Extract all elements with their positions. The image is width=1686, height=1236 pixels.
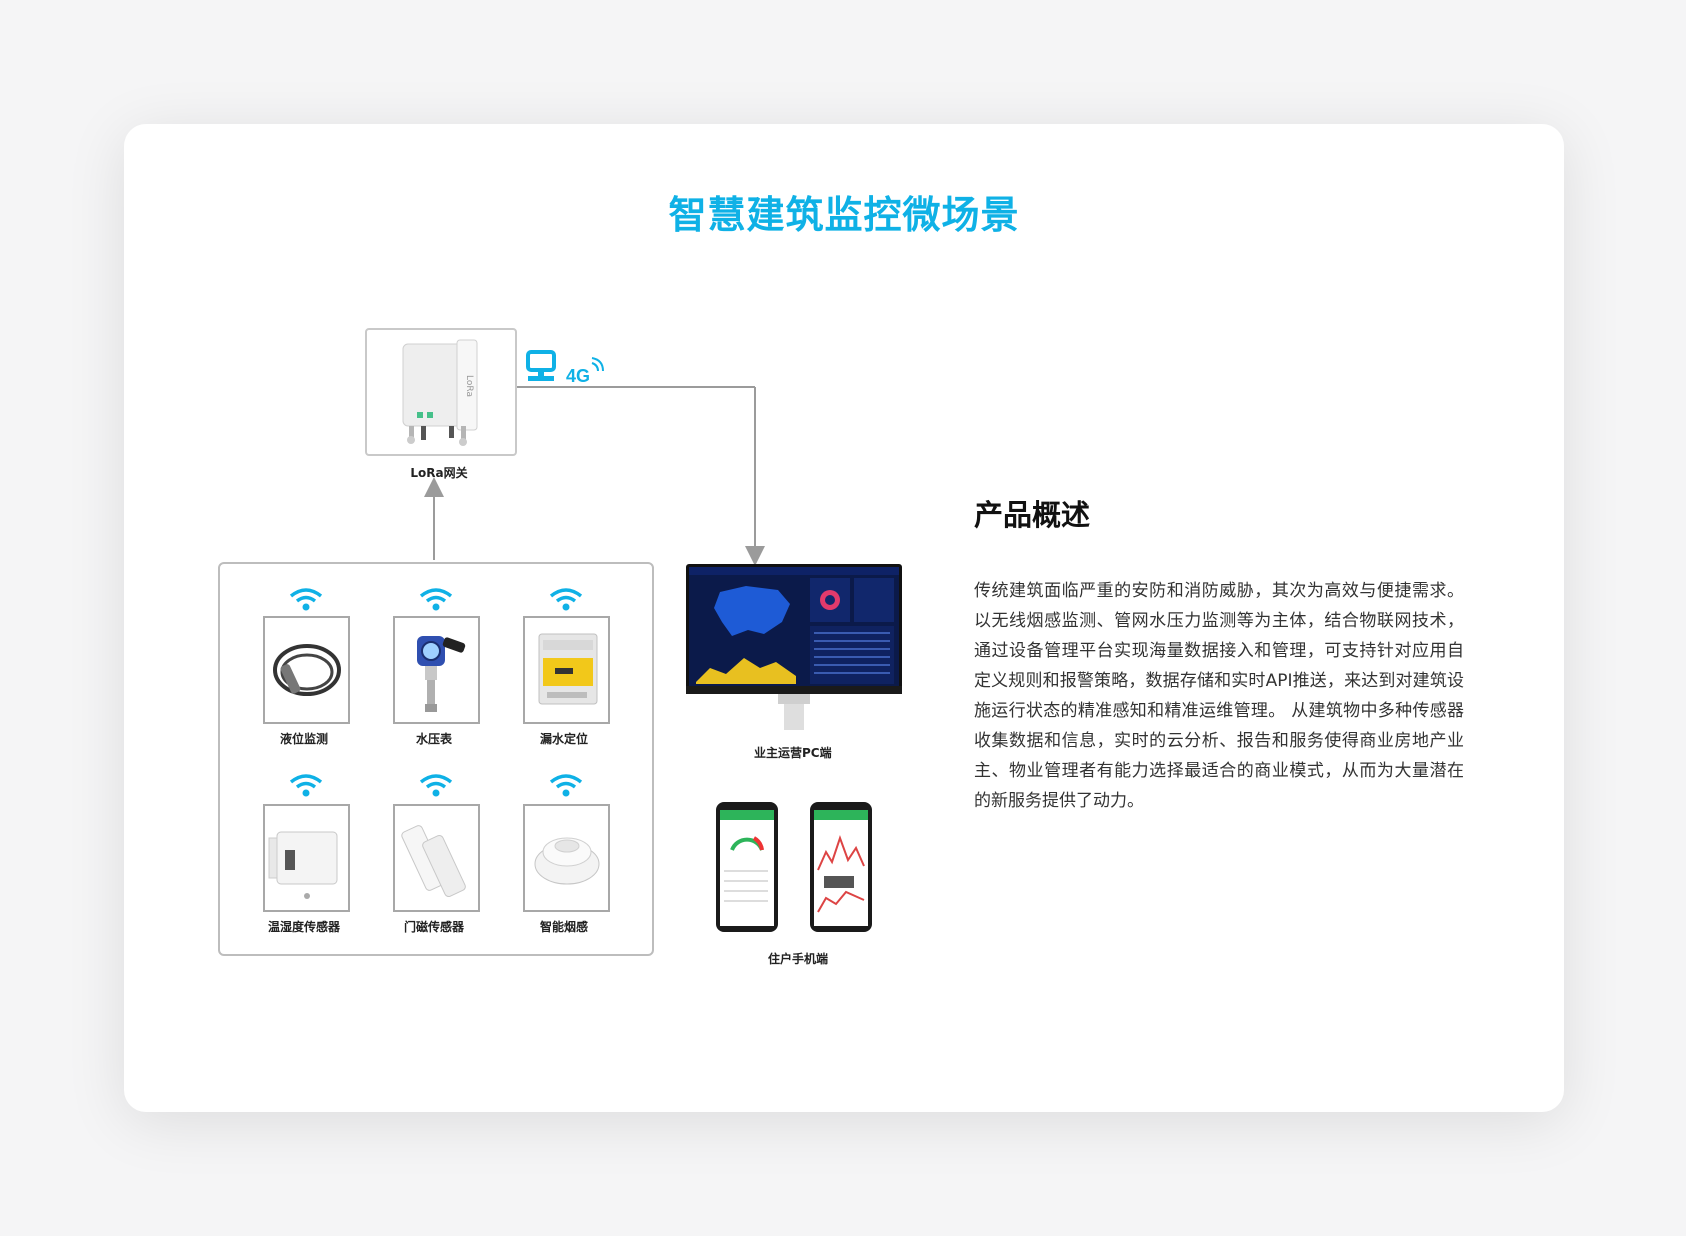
content-card: 智慧建筑监控微场景 LoRa xyxy=(124,124,1564,1112)
overview-body: 传统建筑面临严重的安防和消防威胁，其次为高效与便捷需求。以无线烟感监测、管网水压… xyxy=(974,581,1464,811)
sensor-label: 液位监测 xyxy=(279,732,328,746)
uplink-4g-label: 4G xyxy=(566,366,590,386)
gateway-label: LoRa网关 xyxy=(410,466,468,480)
wifi-icon xyxy=(289,588,323,611)
mobile-client-label: 住户手机端 xyxy=(768,952,829,966)
level-sensor-icon xyxy=(273,644,341,696)
door-sensor-icon xyxy=(401,825,466,898)
overview-title: 产品概述 xyxy=(974,498,1091,532)
gateway-device-text: LoRa xyxy=(464,375,474,397)
wifi-icon xyxy=(549,588,583,611)
wifi-icon xyxy=(289,774,323,797)
pressure-gauge-image xyxy=(393,616,480,724)
sensor-label: 门磁传感器 xyxy=(403,920,464,934)
level-sensor-image xyxy=(263,616,350,724)
lora-gateway-box: LoRa xyxy=(365,328,517,456)
smoke-detector-image xyxy=(523,804,610,912)
smoke-detector-icon xyxy=(534,837,600,885)
wifi-icon xyxy=(419,774,453,797)
lora-gateway-device-icon: LoRa xyxy=(402,339,478,446)
mobile-phones-icon xyxy=(716,802,872,932)
connector-layer xyxy=(424,386,765,566)
architecture-diagram: LoRa LoRa网关 4G xyxy=(124,124,1564,1112)
pc-client-label: 业主运营PC端 xyxy=(754,746,832,760)
sensor-label: 水压表 xyxy=(415,732,452,746)
pressure-gauge-icon xyxy=(417,636,466,712)
wifi-icon xyxy=(549,774,583,797)
temp-humidity-sensor-icon xyxy=(268,831,338,899)
wifi-icon xyxy=(419,588,453,611)
leak-locator-image xyxy=(523,616,610,724)
pc-monitor-icon xyxy=(686,564,902,730)
leak-locator-icon xyxy=(538,633,598,705)
sensor-label: 智能烟感 xyxy=(539,920,588,934)
network-terminal-icon xyxy=(526,350,556,381)
page-title: 智慧建筑监控微场景 xyxy=(668,193,1020,237)
uplink-badge: 4G xyxy=(526,350,604,386)
signal-icon xyxy=(591,357,604,372)
sensor-label: 漏水定位 xyxy=(539,732,588,746)
door-sensor-image xyxy=(393,804,480,912)
temp-humidity-sensor-image xyxy=(263,804,350,912)
sensor-label: 温湿度传感器 xyxy=(267,920,340,934)
